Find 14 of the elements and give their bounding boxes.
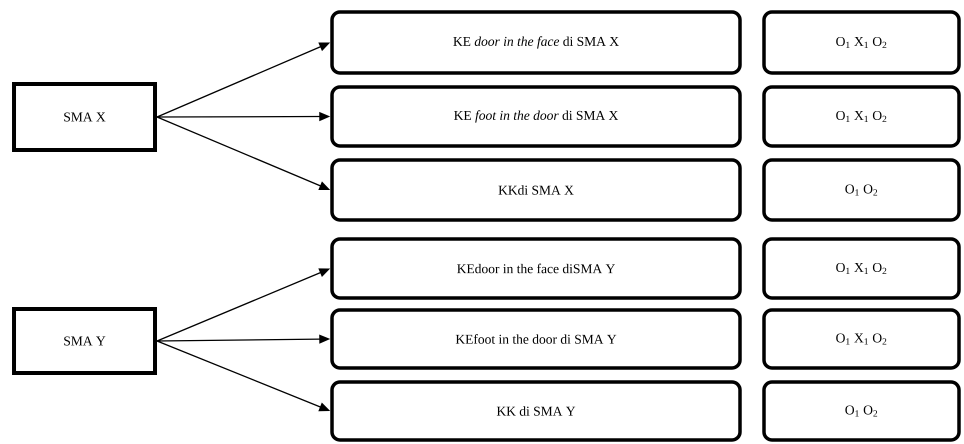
group-box: KEdoor in the face diSMA Y xyxy=(330,237,742,300)
design-box: O$_{1}$ X$_{1}$ O$_{2}$ xyxy=(762,85,961,148)
school-box: SMA Y xyxy=(12,307,157,375)
design-box: O$_{1}$ X$_{1}$ O$_{2}$ xyxy=(762,10,961,75)
group-box: KEfoot in the door di SMA Y xyxy=(330,308,742,370)
group-box: KK di SMA Y xyxy=(330,380,742,442)
design-box: O$_{1}$ O$_{2}$ xyxy=(762,158,961,222)
group-box: KE door in the face di SMA X xyxy=(330,10,742,75)
design-box: O$_{1}$ O$_{2}$ xyxy=(762,380,961,442)
group-box: KE foot in the door di SMA X xyxy=(330,85,742,148)
design-box: O$_{1}$ X$_{1}$ O$_{2}$ xyxy=(762,308,961,370)
group-box: KKdi SMA X xyxy=(330,158,742,222)
design-box: O$_{1}$ X$_{1}$ O$_{2}$ xyxy=(762,237,961,300)
school-box: SMA X xyxy=(12,82,157,152)
